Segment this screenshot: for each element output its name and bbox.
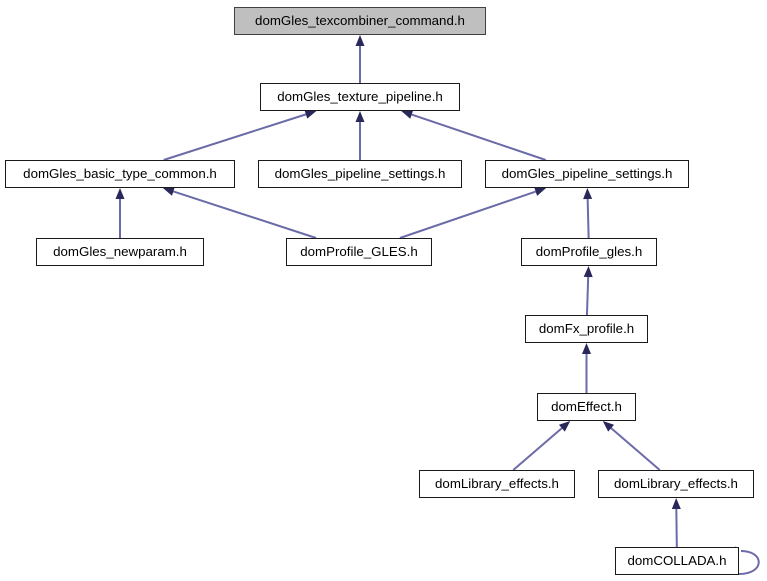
graph-node-label: domProfile_gles.h	[535, 244, 643, 260]
graph-edge-arrowhead	[583, 188, 593, 200]
graph-node[interactable]: domLibrary_effects.h	[419, 470, 575, 498]
graph-node[interactable]: domCOLLADA.h	[615, 547, 739, 575]
graph-node[interactable]: domEffect.h	[537, 393, 636, 421]
graph-edge-line	[411, 113, 547, 161]
graph-edge-arrowhead	[558, 421, 571, 432]
graph-edge-arrowhead	[582, 343, 591, 354]
graph-node-label: domGles_texcombiner_command.h	[255, 13, 465, 29]
graph-edge-line	[399, 190, 536, 239]
graph-node-label: domLibrary_effects.h	[614, 476, 738, 492]
graph-node[interactable]: domGles_pipeline_settings.h	[485, 160, 689, 188]
graph-node[interactable]: domLibrary_effects.h	[598, 470, 754, 498]
graph-node[interactable]: domProfile_gles.h	[521, 238, 657, 266]
graph-edge-line	[163, 113, 307, 161]
graph-node-label: domGles_pipeline_settings.h	[501, 166, 673, 182]
graph-node-label: domFx_profile.h	[538, 321, 635, 337]
graph-node[interactable]: domGles_texture_pipeline.h	[260, 83, 460, 111]
graph-edge-line	[173, 190, 317, 239]
graph-edge-arrowhead	[355, 111, 365, 122]
graph-edge-line	[512, 427, 563, 471]
graph-node[interactable]: domGles_pipeline_settings.h	[258, 160, 462, 188]
graph-node-label: domLibrary_effects.h	[435, 476, 559, 492]
graph-edge-line	[586, 198, 590, 239]
graph-edge-arrowhead	[162, 187, 175, 196]
graph-edge-arrowhead	[534, 187, 547, 196]
graph-node-label: domGles_newparam.h	[53, 244, 187, 260]
graph-edge-self-loop	[738, 550, 760, 575]
graph-edge-arrowhead	[304, 110, 317, 119]
graph-node[interactable]: domFx_profile.h	[525, 315, 648, 343]
graph-node-label: domGles_texture_pipeline.h	[277, 89, 443, 105]
graph-node[interactable]: domGles_newparam.h	[36, 238, 204, 266]
graph-edge-arrowhead	[671, 498, 681, 510]
graph-edge-arrowhead	[401, 110, 414, 119]
graph-edge-line	[585, 276, 590, 316]
graph-edge-arrowhead	[355, 35, 365, 46]
graph-edge-arrowhead	[115, 188, 125, 199]
graph-edge-arrowhead	[602, 421, 615, 432]
graph-node: domGles_texcombiner_command.h	[234, 7, 486, 35]
graph-node-label: domGles_basic_type_common.h	[23, 166, 217, 182]
graph-node-label: domEffect.h	[551, 399, 622, 415]
graph-edge-line	[610, 427, 661, 471]
graph-node-label: domProfile_GLES.h	[300, 244, 418, 260]
graph-edge-arrowhead	[583, 266, 593, 278]
graph-node[interactable]: domProfile_GLES.h	[286, 238, 432, 266]
graph-node-label: domCOLLADA.h	[627, 553, 727, 569]
graph-node-label: domGles_pipeline_settings.h	[274, 166, 446, 182]
graph-node[interactable]: domGles_basic_type_common.h	[5, 160, 235, 188]
